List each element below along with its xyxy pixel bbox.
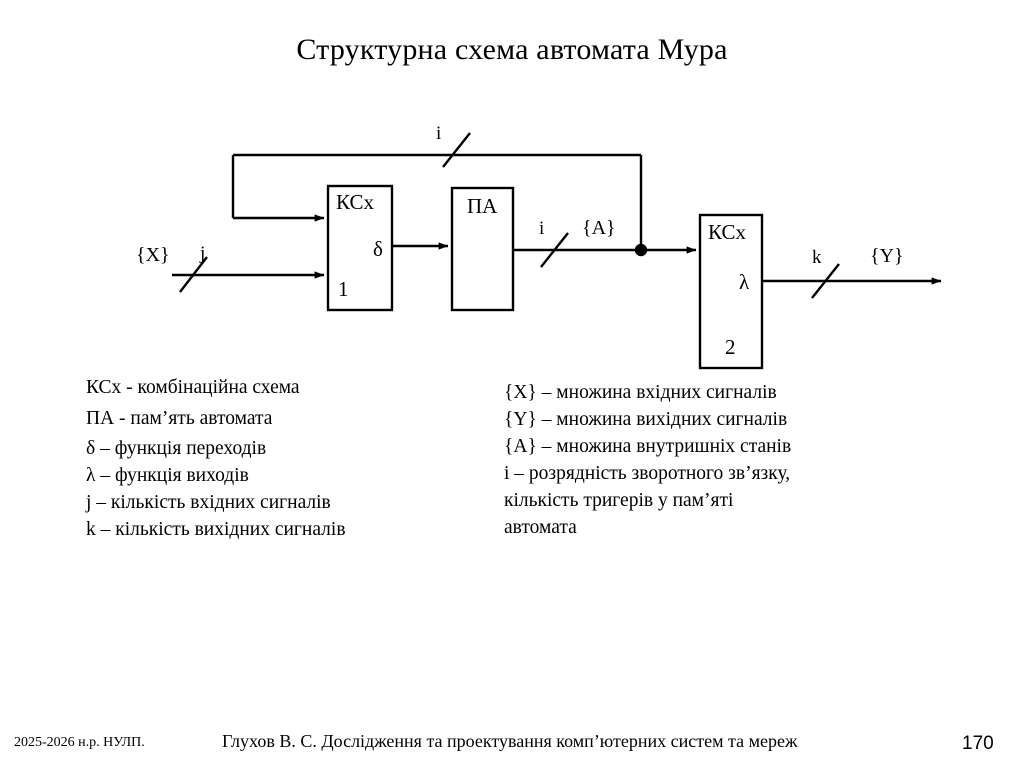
legend-item: i – розрядність зворотного зв’язку, — [504, 463, 791, 484]
legend-right-column: {X} – множина вхідних сигналів {Y} – мно… — [504, 379, 791, 541]
state-width-label: i — [539, 218, 545, 239]
page-title: Структурна схема автомата Мура — [296, 33, 728, 66]
legend-item: ПА - пам’ять автомата — [86, 408, 273, 429]
legend-item: {A} – множина внутришніх станів — [504, 436, 792, 457]
kcx1-block — [326, 184, 394, 312]
legend-item: δ – функція переходів — [86, 438, 267, 459]
bus-slash-j — [179, 256, 208, 293]
kcx1-block-label: КСх — [336, 190, 374, 214]
legend-item: j – кількість вхідних сигналів — [86, 492, 331, 513]
input-set-label: {X} — [136, 244, 170, 266]
state-set-label: {A} — [582, 217, 616, 239]
kcx1-index-label: 1 — [338, 277, 349, 301]
bus-slash-feedback-i — [442, 132, 471, 168]
kcx2-block-label: КСх — [708, 220, 746, 244]
bus-slash-state-i — [540, 232, 569, 268]
output-set-label: {Y} — [870, 245, 904, 267]
junction-dot — [634, 243, 648, 257]
output-width-label: k — [812, 247, 822, 268]
kcx2-function-label: λ — [739, 270, 750, 294]
footer-course-title: Глухов В. С. Дослідження та проектування… — [222, 731, 798, 751]
legend-item: автомата — [504, 517, 577, 538]
bus-slash-k — [811, 263, 840, 299]
memory-block — [450, 186, 515, 312]
kcx1-function-label: δ — [373, 237, 383, 261]
legend-item: КСх - комбінаційна схема — [86, 377, 300, 398]
memory-block-label: ПА — [467, 194, 498, 218]
input-width-label: j — [200, 243, 206, 264]
legend-item: {X} – множина вхідних сигналів — [504, 382, 777, 403]
legend-item: λ – функція виходів — [86, 465, 249, 486]
footer-academic-year: 2025-2026 н.р. НУЛП. — [14, 735, 145, 750]
block-diagram — [172, 132, 942, 370]
legend-left-column: КСх - комбінаційна схема ПА - пам’ять ав… — [86, 374, 346, 543]
kcx2-index-label: 2 — [725, 335, 736, 359]
legend-item: {Y} – множина вихідних сигналів — [504, 409, 788, 430]
kcx2-block — [698, 213, 764, 370]
legend-item: кількість тригерів у пам’яті — [504, 490, 734, 511]
legend-item: k – кількість вихідних сигналів — [86, 519, 346, 540]
feedback-width-label: i — [436, 123, 442, 144]
footer-page-number: 170 — [962, 733, 994, 754]
